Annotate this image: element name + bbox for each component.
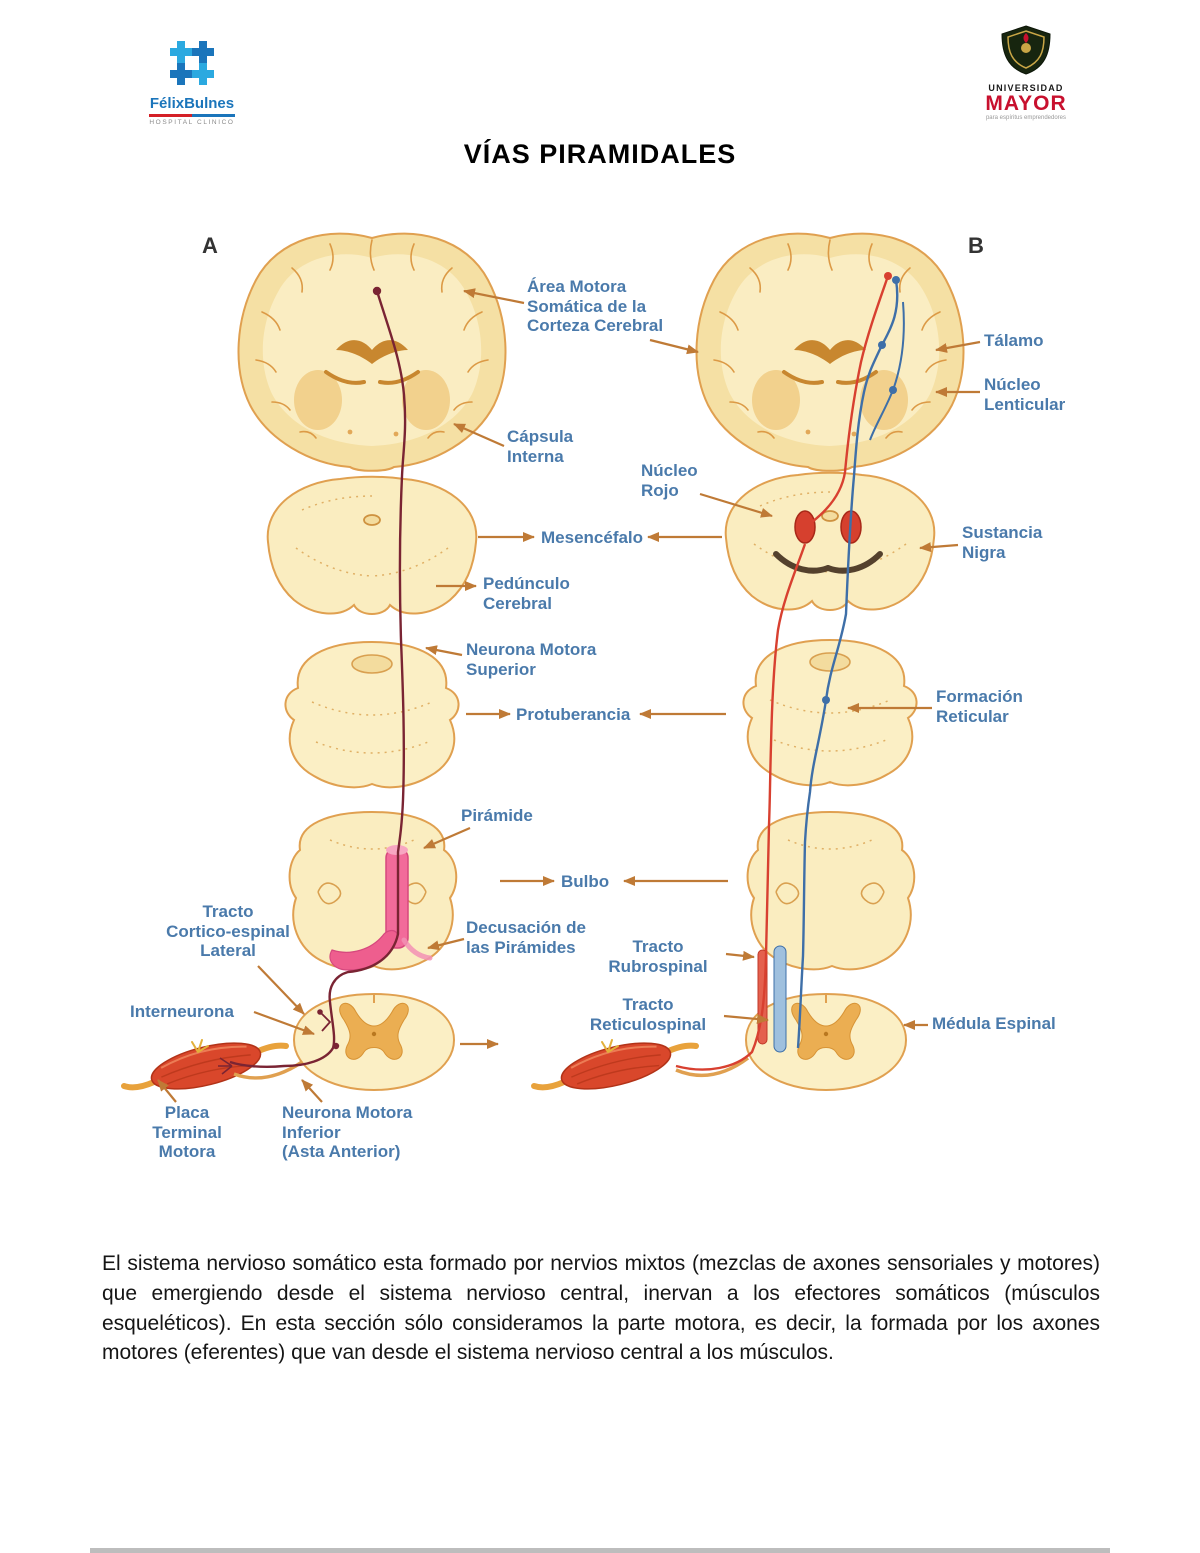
page-title: VÍAS PIRAMIDALES (463, 139, 737, 169)
label-neurona-motora-inferior: Neurona Motora Inferior (Asta Anterior) (282, 1103, 413, 1162)
label-area-motora: Área Motora Somática de la Corteza Cereb… (527, 277, 664, 336)
felix-bulnes-cross-icon (170, 41, 214, 85)
label-protuberancia: Protuberancia (516, 705, 631, 724)
university-line1: UNIVERSIDAD (988, 83, 1064, 93)
label-placa-terminal: Placa Terminal Motora (152, 1103, 222, 1162)
label-capsula-interna: Cápsula Interna (507, 427, 574, 466)
label-decusacion: Decusación de las Pirámides (466, 918, 586, 957)
rubrospinal-tract-line (675, 272, 892, 1078)
page-bottom-edge (90, 1548, 1110, 1553)
panel-label-b: B (968, 233, 984, 258)
universidad-mayor-logo: UNIVERSIDAD MAYOR para espíritus emprend… (978, 24, 1074, 121)
label-interneurona: Interneurona (130, 1002, 234, 1021)
label-talamo: Tálamo (984, 331, 1044, 350)
reticulospinal-tract-line (796, 276, 905, 1049)
hospital-subtitle: HOSPITAL CLINICO (149, 119, 235, 126)
label-tracto-cortico-espinal: Tracto Cortico-espinal Lateral (166, 902, 290, 961)
label-tracto-rubrospinal: Tracto Rubrospinal (608, 937, 708, 976)
label-bulbo: Bulbo (561, 872, 610, 891)
body-paragraph: El sistema nervioso somático esta formad… (102, 1252, 1100, 1365)
label-sustancia-nigra: Sustancia Nigra (962, 523, 1043, 562)
label-nucleo-rojo: Núcleo Rojo (641, 461, 698, 500)
red-nucleus-substantia-nigra (773, 510, 883, 574)
hospital-name: FélixBulnes (149, 95, 235, 112)
label-medula-espinal: Médula Espinal (932, 1014, 1056, 1033)
label-formacion-reticular: Formación Reticular (936, 687, 1023, 726)
label-neurona-motora-superior: Neurona Motora Superior (466, 640, 597, 679)
university-tagline: para espíritus emprendedores (985, 115, 1067, 121)
panel-label-a: A (202, 233, 218, 258)
universidad-mayor-shield-icon (1001, 25, 1051, 75)
panel-a-sections (124, 231, 508, 1098)
label-piramide: Pirámide (461, 806, 533, 825)
label-nucleo-lenticular: Núcleo Lenticular (984, 375, 1066, 414)
university-line2: MAYOR (985, 92, 1067, 115)
corticospinal-tract-line (218, 286, 407, 1080)
label-tracto-reticulospinal: Tracto Reticulospinal (589, 995, 707, 1034)
annotation-arrows (157, 288, 981, 1103)
felix-bulnes-logo: FélixBulnes HOSPITAL CLINICO (140, 36, 244, 126)
label-mesencefalo: Mesencéfalo (541, 528, 644, 547)
label-pedunculo-cerebral: Pedúnculo Cerebral (483, 574, 570, 613)
hospital-logo-bar (149, 114, 235, 117)
